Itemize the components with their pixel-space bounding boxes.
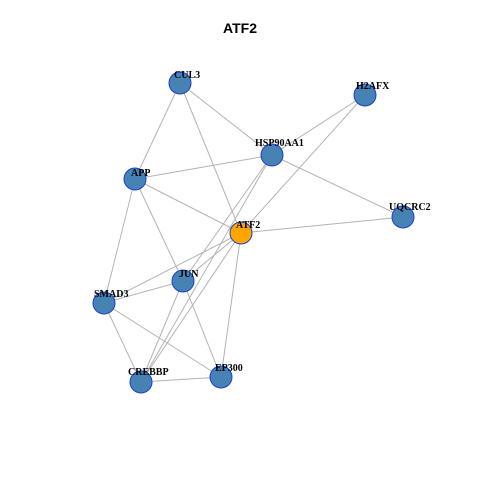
node-atf2: ATF2: [229, 220, 260, 245]
edge-cul3-app: [134, 82, 181, 180]
node-circle-jun: [171, 269, 195, 293]
edge-hsp90aa1-app: [134, 154, 273, 180]
node-circle-h2afx: [353, 83, 377, 107]
edge-jun-smad3: [103, 280, 184, 304]
node-circle-ep300: [209, 365, 233, 389]
node-label-ep300: EP300: [215, 363, 243, 374]
node-label-crebbp: CREBBP: [128, 367, 169, 378]
edge-atf2-ep300: [220, 232, 242, 378]
node-label-jun: JUN: [179, 269, 199, 280]
node-uqcrc2: UQCRC2: [389, 202, 431, 229]
node-circle-crebbp: [129, 370, 153, 394]
node-label-atf2: ATF2: [236, 220, 260, 231]
edge-h2afx-atf2: [240, 94, 366, 234]
node-label-hsp90aa1: HSP90AA1: [255, 138, 304, 149]
node-circle-app: [123, 167, 147, 191]
edge-h2afx-hsp90aa1: [271, 94, 366, 156]
node-smad3: SMAD3: [92, 289, 128, 315]
graph-title: ATF2: [223, 20, 257, 36]
node-cul3: CUL3: [168, 70, 200, 95]
node-label-h2afx: H2AFX: [356, 81, 390, 92]
edge-crebbp-ep300: [140, 376, 222, 383]
node-label-uqcrc2: UQCRC2: [389, 202, 431, 213]
node-circle-atf2: [229, 221, 253, 245]
edge-jun-crebbp: [140, 280, 184, 383]
node-crebbp: CREBBP: [128, 367, 169, 394]
edge-app-smad3: [103, 178, 136, 304]
edges-layer: [103, 82, 404, 383]
node-circle-cul3: [168, 71, 192, 95]
node-circle-uqcrc2: [391, 205, 415, 229]
node-hsp90aa1: HSP90AA1: [255, 138, 304, 167]
node-circle-hsp90aa1: [260, 143, 284, 167]
edge-smad3-ep300: [103, 302, 222, 378]
edge-app-jun: [134, 178, 184, 282]
edge-jun-ep300: [182, 280, 222, 378]
edge-atf2-crebbp: [140, 232, 242, 383]
edge-app-atf2: [134, 178, 242, 234]
node-label-smad3: SMAD3: [94, 289, 128, 300]
node-label-app: APP: [131, 168, 150, 179]
edge-hsp90aa1-uqcrc2: [271, 154, 404, 218]
edge-hsp90aa1-jun: [182, 154, 273, 282]
edge-atf2-smad3: [103, 232, 242, 304]
edge-atf2-uqcrc2: [240, 216, 404, 234]
edge-cul3-hsp90aa1: [179, 82, 273, 156]
edge-atf2-jun: [182, 232, 242, 282]
node-jun: JUN: [171, 269, 199, 293]
node-circle-smad3: [92, 291, 116, 315]
edge-smad3-crebbp: [103, 302, 142, 383]
edge-hsp90aa1-crebbp: [140, 154, 273, 383]
node-app: APP: [123, 167, 150, 191]
node-label-cul3: CUL3: [174, 70, 200, 81]
node-ep300: EP300: [209, 363, 243, 389]
edge-cul3-atf2: [179, 82, 242, 234]
node-h2afx: H2AFX: [353, 81, 390, 107]
